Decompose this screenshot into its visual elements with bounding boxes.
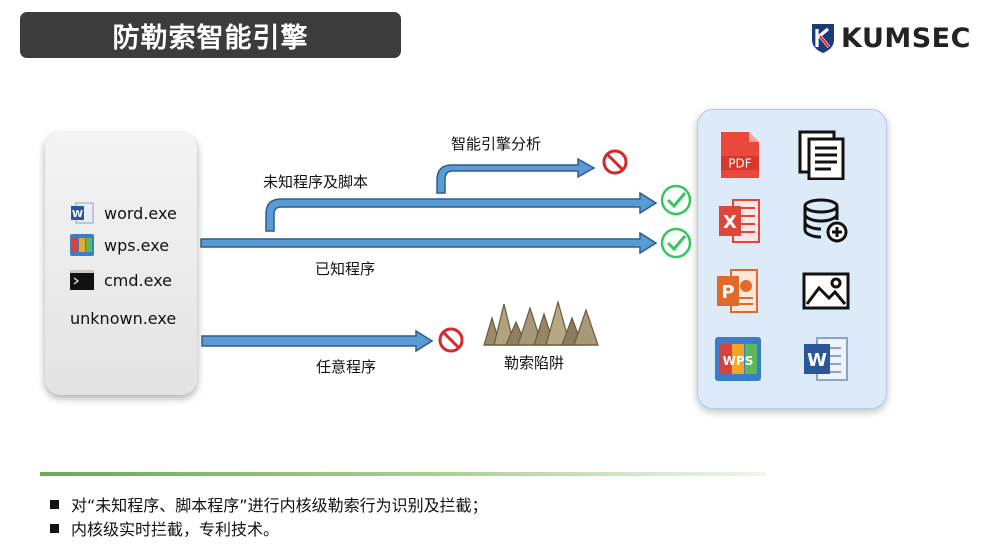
image-icon (802, 272, 850, 310)
powerpoint-icon: P (717, 269, 758, 313)
svg-text:W: W (807, 350, 827, 371)
unknown-program-arrow (265, 191, 658, 232)
engine-analysis-label: 智能引擎分析 (451, 135, 542, 153)
excel-icon: X (719, 199, 760, 243)
process-name: word.exe (104, 203, 177, 223)
document-icon (798, 130, 845, 180)
page-title: 防勒索智能引擎 (112, 22, 309, 54)
title-banner: 防勒索智能引擎 (20, 12, 401, 58)
process-panel (45, 133, 197, 395)
wps-icon (70, 234, 94, 256)
engine-analysis-arrow (436, 157, 596, 194)
svg-text:PDF: PDF (728, 157, 751, 171)
process-item-wps: wps.exe (70, 234, 169, 256)
svg-text:WPS: WPS (723, 354, 754, 368)
check-icon (660, 184, 692, 216)
svg-text:W: W (72, 209, 83, 220)
database-icon (803, 198, 848, 243)
check-icon (660, 227, 692, 259)
ransomware-trap-label: 勒索陷阱 (504, 354, 565, 372)
shield-logo-icon (812, 24, 834, 53)
bullet-text: 内核级实时拦截，专利技术。 (71, 520, 280, 539)
known-program-arrow (200, 231, 658, 255)
any-program-arrow (201, 329, 434, 353)
any-program-label: 任意程序 (316, 358, 377, 376)
process-name: unknown.exe (70, 309, 177, 328)
word-icon: W (804, 337, 848, 381)
bullet-square-icon (50, 523, 59, 533)
process-name: cmd.exe (104, 270, 173, 290)
svg-text:X: X (723, 212, 737, 233)
bullet-square-icon (50, 499, 59, 509)
process-item-cmd: cmd.exe (70, 269, 172, 291)
unknown-program-label: 未知程序及脚本 (263, 173, 369, 191)
process-item-unknown: unknown.exe (70, 309, 176, 328)
word-icon: W (70, 202, 94, 224)
ransomware-trap-icon (483, 299, 599, 346)
bullet-text: 对“未知程序、脚本程序”进行内核级勒索行为识别及拦截； (71, 496, 488, 515)
block-icon (602, 149, 628, 175)
pdf-icon: PDF (721, 132, 759, 178)
bullet-item: 对“未知程序、脚本程序”进行内核级勒索行为识别及拦截； (50, 492, 488, 516)
svg-text:P: P (721, 282, 734, 303)
kumsec-logo: KUMSEC (810, 22, 971, 54)
cmd-icon (70, 269, 94, 291)
bullet-item: 内核级实时拦截，专利技术。 (50, 516, 279, 540)
process-name: wps.exe (104, 235, 170, 255)
divider (40, 472, 766, 476)
known-program-label: 已知程序 (315, 260, 376, 278)
logo-text: KUMSEC (841, 22, 971, 54)
process-item-word: W word.exe (70, 202, 177, 224)
block-icon (438, 327, 464, 353)
wps-icon: WPS (715, 337, 761, 381)
